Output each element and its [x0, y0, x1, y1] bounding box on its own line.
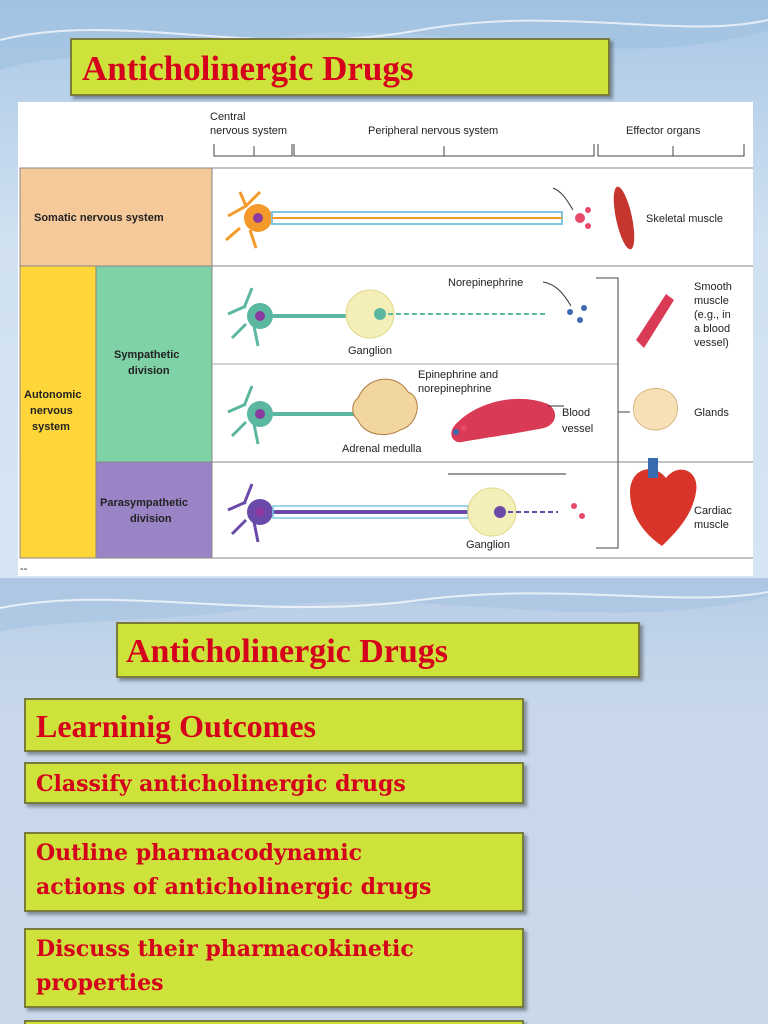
ganglion-top-label: Ganglion: [348, 345, 392, 357]
sympathetic-label-2: division: [128, 365, 170, 377]
slide-1-title: Anticholinergic Drugs: [70, 38, 610, 96]
header-pns: Peripheral nervous system: [368, 125, 498, 137]
corner-mark: --: [20, 563, 28, 575]
sympathetic-label-1: Sympathetic: [114, 349, 179, 361]
outcome-2-line-2: actions of anticholinergic drugs: [36, 874, 432, 900]
smooth-label-3: (e.g., in: [694, 309, 731, 321]
epi-label-1: Epinephrine and: [418, 369, 498, 381]
cardiac-label-2: muscle: [694, 519, 729, 531]
nervous-system-diagram: Central nervous system Peripheral nervou…: [18, 102, 753, 576]
slide-2-title: Anticholinergic Drugs: [116, 622, 640, 678]
autonomic-label-1: Autonomic: [24, 389, 81, 401]
smooth-label-4: a blood: [694, 323, 730, 335]
adrenal-neuron: [227, 378, 564, 445]
smooth-label-2: muscle: [694, 295, 729, 307]
outcome-3: Discuss their pharmacokinetic properties: [24, 928, 524, 1008]
cardiac-label-1: Cardiac: [694, 505, 732, 517]
slide-2: Anticholinergic Drugs Learninig Outcomes…: [0, 578, 768, 1024]
outcome-2: Outline pharmacodynamic actions of antic…: [24, 832, 524, 912]
somatic-label: Somatic nervous system: [34, 212, 164, 224]
blood-vessel-label-2: vessel: [562, 423, 593, 435]
smooth-label-1: Smooth: [694, 281, 732, 293]
norepinephrine-label: Norepinephrine: [448, 277, 523, 289]
outcome-4-partial: [24, 1020, 524, 1024]
blood-vessel-icon: [636, 294, 674, 348]
skeletal-muscle-icon: [613, 186, 635, 250]
skeletal-label: Skeletal muscle: [646, 213, 723, 225]
slide-1: Anticholinergic Drugs Central nervous sy…: [0, 0, 768, 578]
blood-vessel-label-1: Blood: [562, 407, 590, 419]
parasympathetic-label-1: Parasympathetic: [100, 497, 188, 509]
learning-outcomes-heading: Learninig Outcomes: [24, 698, 524, 752]
smooth-label-5: vessel): [694, 337, 729, 349]
heart-icon: [630, 458, 697, 546]
gland-icon: [633, 388, 678, 431]
outcome-3-line-1: Discuss their pharmacokinetic: [36, 936, 414, 962]
outcome-1: Classify anticholinergic drugs: [24, 762, 524, 804]
parasympathetic-neuron: [227, 473, 585, 543]
glands-label: Glands: [694, 407, 729, 419]
header-effector: Effector organs: [626, 125, 701, 137]
header-cns-2: nervous system: [210, 125, 287, 137]
outcome-3-line-2: properties: [36, 970, 164, 996]
autonomic-label-3: system: [32, 421, 70, 433]
outcome-2-line-1: Outline pharmacodynamic: [36, 840, 362, 866]
wave-decoration: [0, 0, 768, 70]
somatic-neuron: [225, 187, 591, 249]
ganglion-bottom-label: Ganglion: [466, 539, 510, 551]
header-cns-1: Central: [210, 111, 245, 123]
adrenal-label: Adrenal medulla: [342, 443, 422, 455]
wave-decoration-2: [0, 578, 768, 632]
parasympathetic-label-2: division: [130, 513, 172, 525]
epi-label-2: norepinephrine: [418, 383, 491, 395]
sympathetic-neuron-1: [227, 281, 587, 347]
autonomic-label-2: nervous: [30, 405, 73, 417]
